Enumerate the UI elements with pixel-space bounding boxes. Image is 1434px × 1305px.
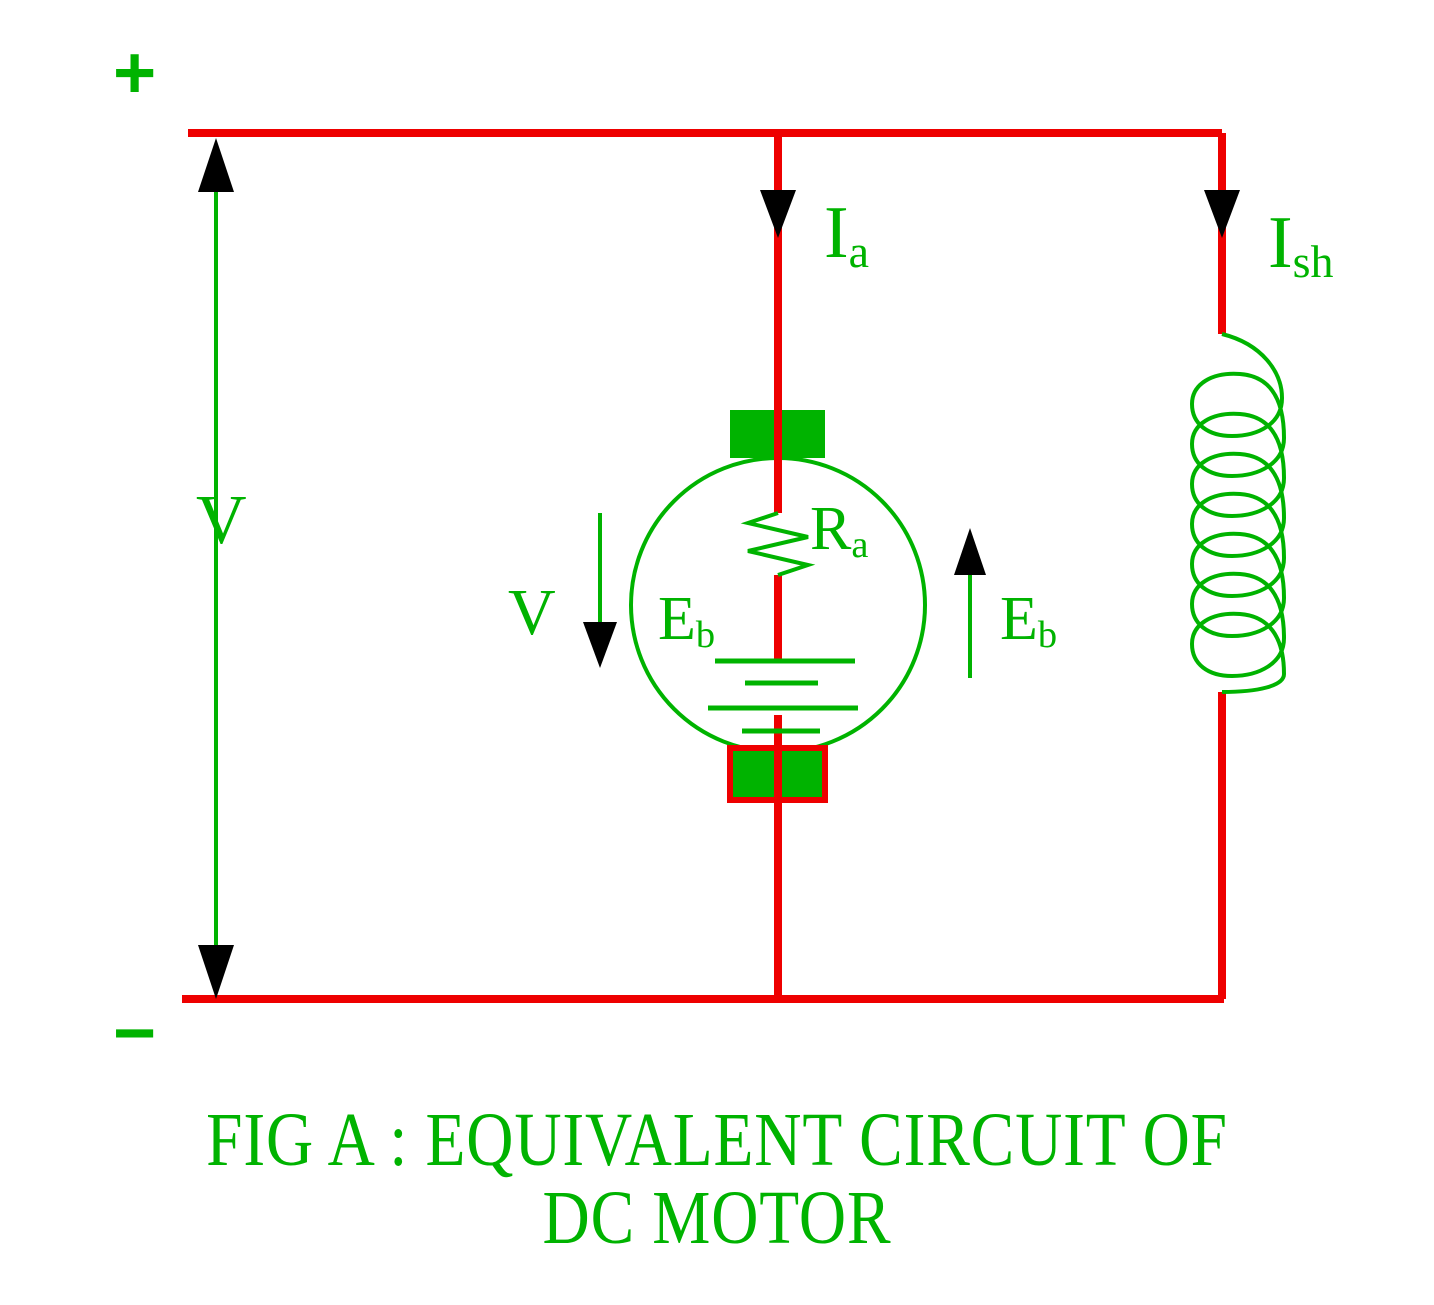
battery-eb-symbol: [708, 658, 858, 734]
arrow-shunt-current-head: [1204, 190, 1240, 238]
supply-voltage-label: V: [196, 482, 247, 559]
back-emf-label-left: Eb: [658, 585, 715, 655]
arrow-armature-voltage-head: [583, 622, 617, 668]
back-emf-right-subscript: b: [1037, 614, 1058, 657]
arrow-armature-current-head: [760, 190, 796, 238]
back-emf-right-symbol: E: [1000, 585, 1038, 653]
negative-terminal-label: −: [113, 991, 157, 1074]
supply-wiring-red: [182, 129, 1226, 1003]
shunt-current-symbol: I: [1268, 202, 1293, 284]
arrow-back-emf-head: [954, 528, 986, 575]
figure-caption-line-2: DC MOTOR: [542, 1175, 892, 1260]
armature-resistance-label: Ra: [810, 495, 868, 565]
shunt-field-coil: [1189, 332, 1287, 694]
armature-resistance-subscript: a: [851, 524, 869, 567]
arrow-supply-voltage-head-down: [198, 945, 234, 999]
back-emf-label-right: Eb: [1000, 585, 1057, 655]
armature-current-symbol: I: [824, 192, 849, 274]
armature-voltage-label: V: [508, 576, 556, 649]
positive-terminal-label: +: [113, 31, 157, 114]
resistor-ra-zigzag: [740, 511, 816, 577]
back-emf-left-subscript: b: [695, 614, 716, 657]
arrow-supply-voltage-head-up: [198, 138, 234, 192]
armature-resistance-symbol: R: [810, 495, 852, 563]
armature-current-subscript: a: [848, 226, 870, 278]
figure-caption: FIG A : EQUIVALENT CIRCUIT OF DC MOTOR: [100, 1098, 1333, 1260]
arrow-back-emf: [954, 528, 986, 678]
back-emf-left-symbol: E: [658, 585, 696, 653]
shunt-current-label: Ish: [1268, 206, 1333, 285]
arrow-armature-voltage: [583, 513, 617, 668]
shunt-current-subscript: sh: [1292, 236, 1334, 288]
figure-caption-line-1: FIG A : EQUIVALENT CIRCUIT OF: [206, 1098, 1228, 1182]
armature-current-label: Ia: [824, 196, 869, 275]
arrow-supply-voltage: [198, 138, 234, 999]
